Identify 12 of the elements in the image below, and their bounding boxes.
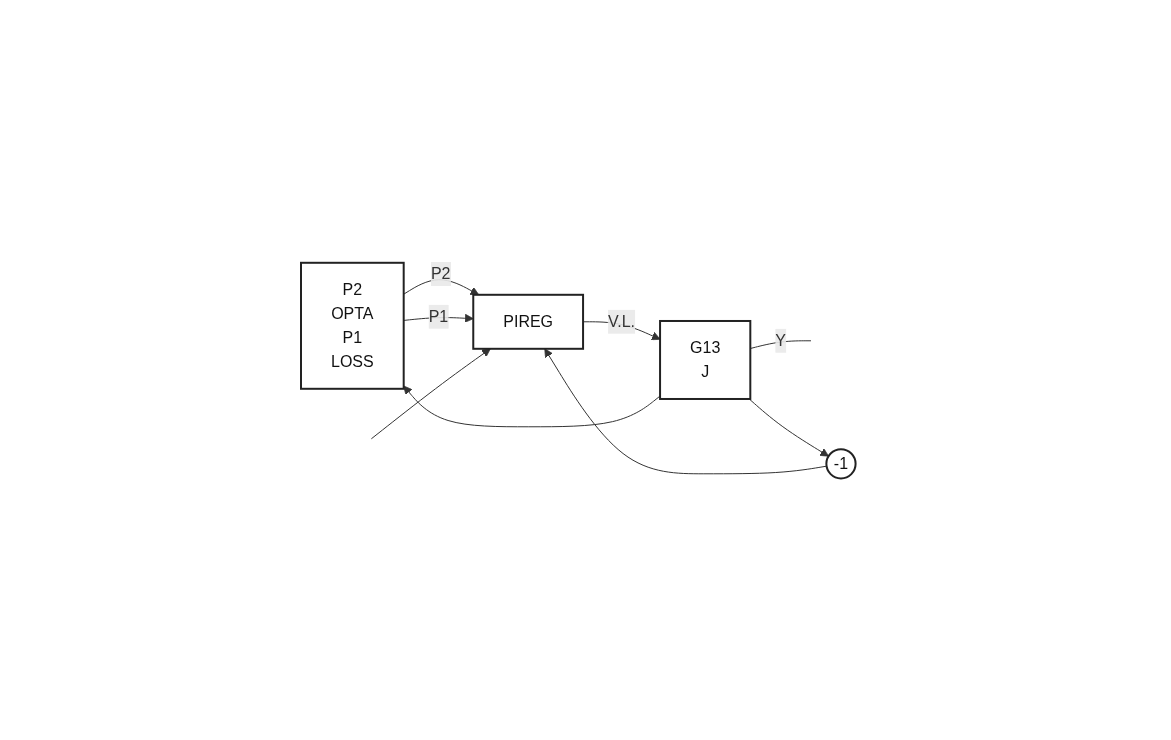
arrow [370, 348, 491, 440]
node-box: P2 OPTA P1 LOSS [299, 261, 405, 390]
arrow [748, 398, 829, 457]
edge-label: P1 [428, 307, 448, 325]
edge-label: Y [774, 331, 786, 349]
arrow [543, 348, 827, 475]
edge-label: P2 [430, 264, 450, 282]
edge-label: V.L. [607, 312, 635, 330]
node-box: PIREG [471, 293, 584, 350]
connector [749, 340, 811, 349]
node-box: G13 J [658, 319, 751, 400]
node-circle: -1 [824, 447, 857, 480]
